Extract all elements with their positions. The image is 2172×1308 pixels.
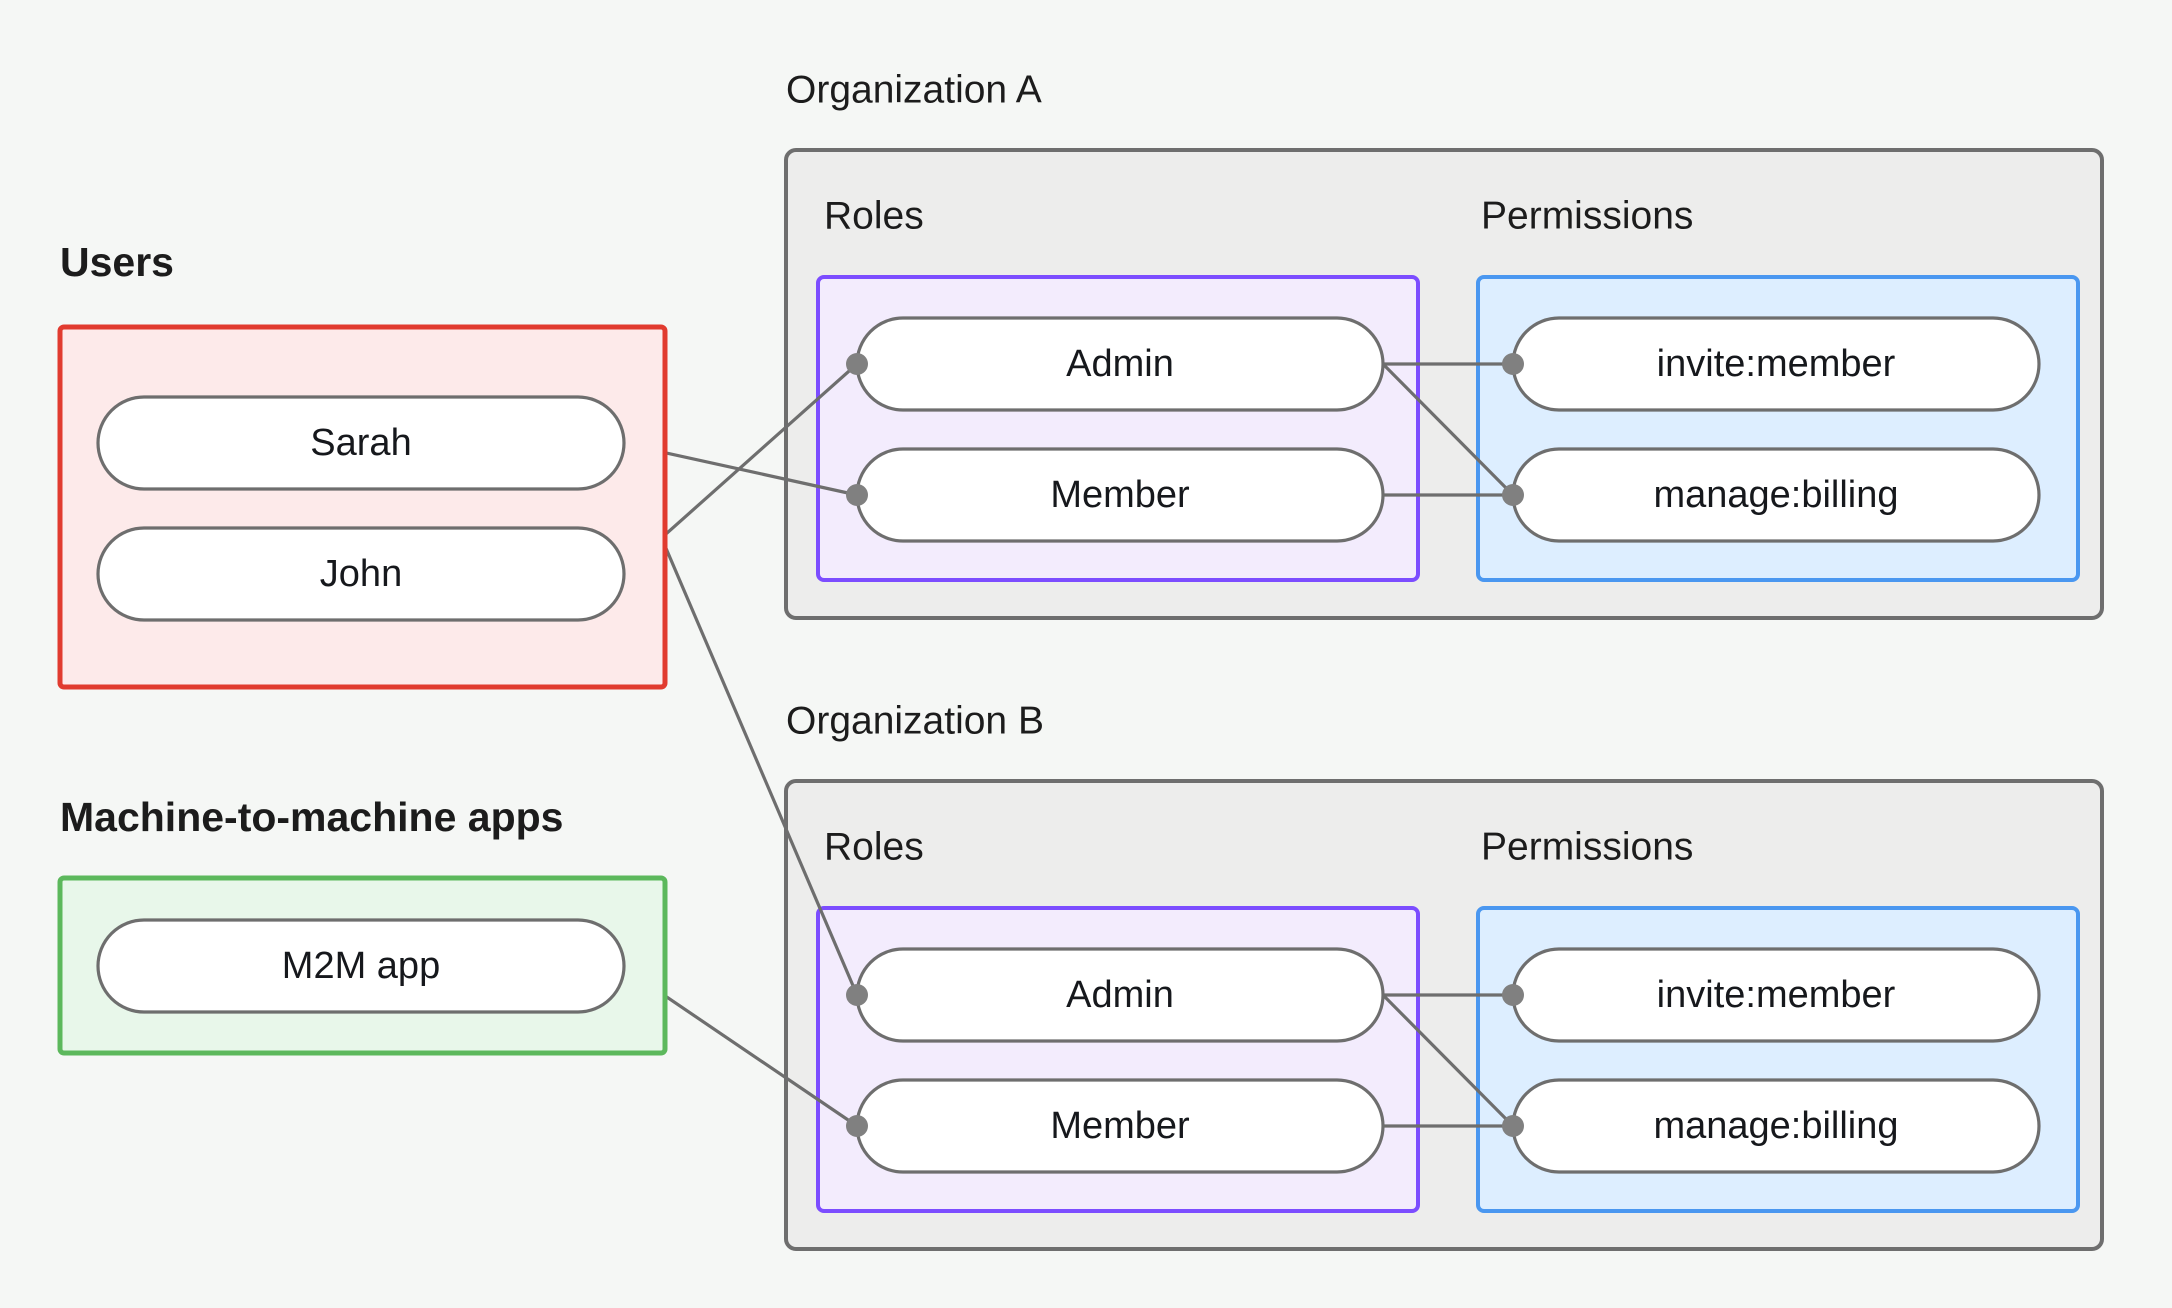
dot-orga-invite-in	[1502, 353, 1524, 375]
connector-dots	[846, 353, 1524, 1137]
org-a-perm-billing[interactable]: manage:billing	[1511, 447, 2041, 543]
dot-orgb-member-in	[846, 1115, 868, 1137]
users-box	[57, 324, 668, 690]
dot-orgb-invite-in	[1502, 984, 1524, 1006]
org-a-perm-invite[interactable]: invite:member	[1511, 316, 2041, 412]
org-b-perm-billing-label: manage:billing	[1653, 1105, 1898, 1147]
org-b-role-admin-label: Admin	[1066, 974, 1174, 1016]
org-a-title: Organization A	[786, 68, 1042, 111]
dot-orga-member-in	[846, 484, 868, 506]
dot-orgb-admin-in	[846, 984, 868, 1006]
org-b-role-member[interactable]: Member	[855, 1078, 1385, 1174]
edge-orga-admin-billing	[1381, 362, 1515, 497]
user-node-sarah-label: Sarah	[310, 422, 411, 464]
org-b-roles-label: Roles	[824, 825, 924, 868]
org-a-permissions-label: Permissions	[1481, 194, 1693, 237]
m2m-group-title: Machine-to-machine apps	[60, 794, 563, 840]
org-b-title: Organization B	[786, 699, 1044, 742]
org-b-permissions-label: Permissions	[1481, 825, 1693, 868]
org-a-role-admin-label: Admin	[1066, 343, 1174, 385]
user-node-sarah[interactable]: Sarah	[96, 395, 626, 491]
users-group-title: Users	[60, 239, 174, 285]
org-a-role-member[interactable]: Member	[855, 447, 1385, 543]
org-a-role-member-label: Member	[1050, 474, 1190, 516]
org-a-perm-invite-label: invite:member	[1657, 343, 1896, 385]
user-node-john-label: John	[320, 553, 402, 595]
m2m-node-app[interactable]: M2M app	[96, 918, 626, 1014]
edge-orgb-admin-billing	[1381, 993, 1515, 1128]
user-node-john[interactable]: John	[96, 526, 626, 622]
dot-orga-admin-in	[846, 353, 868, 375]
org-a-role-admin[interactable]: Admin	[855, 316, 1385, 412]
org-b-edges	[1381, 993, 1515, 1128]
org-b-role-member-label: Member	[1050, 1105, 1190, 1147]
org-b-role-admin[interactable]: Admin	[855, 947, 1385, 1043]
m2m-node-app-label: M2M app	[282, 945, 440, 987]
org-a-roles-label: Roles	[824, 194, 924, 237]
dot-orgb-billing-in	[1502, 1115, 1524, 1137]
org-b-perm-billing[interactable]: manage:billing	[1511, 1078, 2041, 1174]
org-b-perm-invite-label: invite:member	[1657, 974, 1896, 1016]
org-a-edges	[1381, 362, 1515, 497]
org-b-perm-invite[interactable]: invite:member	[1511, 947, 2041, 1043]
org-a-perm-billing-label: manage:billing	[1653, 474, 1898, 516]
dot-orga-billing-in	[1502, 484, 1524, 506]
